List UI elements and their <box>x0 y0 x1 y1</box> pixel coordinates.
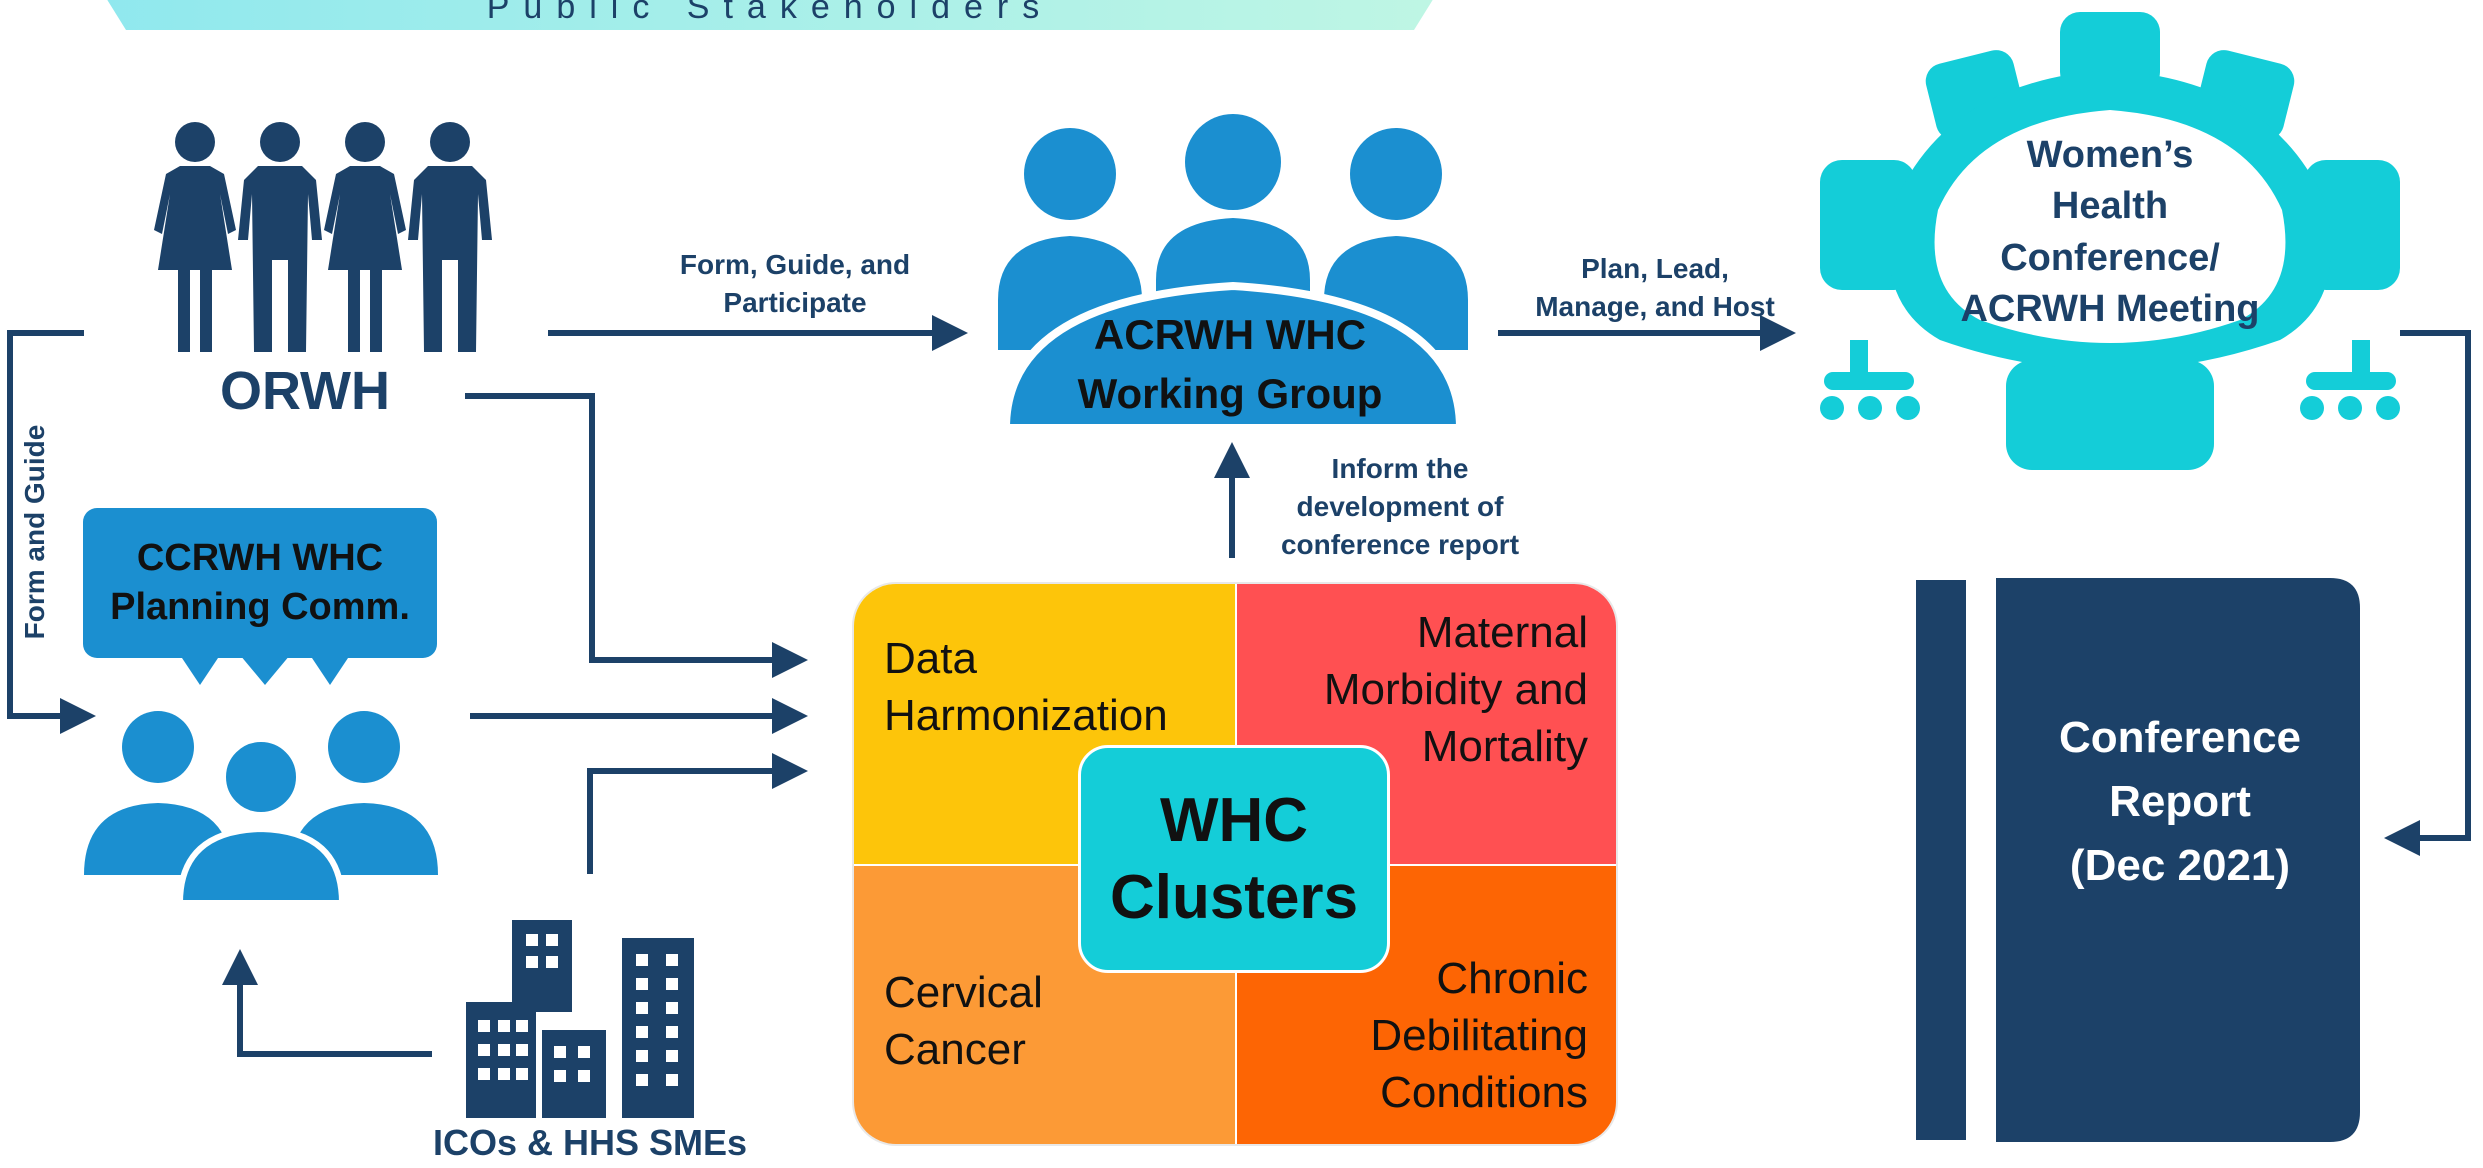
conf-line2: Health <box>2051 185 2169 228</box>
plan-lead-label: Plan, Lead, Manage, and Host <box>1510 250 1800 326</box>
whc-clusters-center: WHC Clusters <box>1078 745 1390 973</box>
form-and-guide-text: Form and Guide <box>19 424 50 640</box>
chronic-line3: Conditions <box>1380 1068 1588 1118</box>
ccrwh-speech-bubble: CCRWH WHC Planning Comm. <box>83 508 437 658</box>
maternal-line3: Mortality <box>1421 722 1588 772</box>
form-guide-participate-label: Form, Guide, and Participate <box>630 246 960 322</box>
inform-line3: conference report <box>1280 528 1520 560</box>
working-group-icon <box>998 114 1468 428</box>
meeting-table-icon <box>1820 12 2400 470</box>
cervical-line2: Cancer <box>884 1025 1026 1075</box>
icos-label: ICOs & HHS SMEs <box>432 1122 748 1163</box>
wg-line2: Working Group <box>1077 369 1383 417</box>
plh-line1: Plan, Lead, <box>1581 253 1729 284</box>
people-group-icon <box>154 122 492 352</box>
report-book-icon <box>1916 578 2360 1142</box>
maternal-line2: Morbidity and <box>1323 665 1588 715</box>
report-line2: Report <box>2109 776 2251 826</box>
form-and-guide-label: Form and Guide <box>0 412 70 652</box>
data-line2: Harmonization <box>884 691 1168 741</box>
arrow-icos-to-ccrwh <box>222 949 432 1057</box>
fgp-line1: Form, Guide, and <box>679 249 911 280</box>
working-group-label: ACRWH WHC Working Group <box>1000 306 1460 424</box>
report-line3: (Dec 2021) <box>2069 840 2291 890</box>
plh-line2: Manage, and Host <box>1535 290 1775 322</box>
arrow-icos-to-clusters <box>587 753 808 874</box>
stakeholders-label: Public Stakeholders <box>486 0 1054 26</box>
maternal-line1: Maternal <box>1416 608 1588 657</box>
buildings-icon <box>466 920 694 1118</box>
arrow-orwh-to-clusters <box>465 393 808 678</box>
report-label: Conference Report (Dec 2021) <box>2000 706 2360 897</box>
arrow-conference-to-report <box>2384 330 2471 856</box>
conference-label: Women’s Health Conference/ ACRWH Meeting <box>1900 130 2320 335</box>
chronic-line1: Chronic <box>1436 954 1588 1003</box>
center-line2: Clusters <box>1109 863 1359 932</box>
fgp-line2: Participate <box>723 286 867 318</box>
conf-line4: ACRWH Meeting <box>1960 287 2260 330</box>
ccrwh-line1: CCRWH WHC <box>136 536 384 579</box>
stakeholders-banner <box>70 0 1470 30</box>
inform-label: Inform the development of conference rep… <box>1260 450 1540 563</box>
wg-line1: ACRWH WHC <box>1093 311 1367 358</box>
arrow-orwh-to-ccrwh <box>7 330 96 734</box>
inform-line2: development of <box>1296 490 1504 522</box>
chronic-line2: Debilitating <box>1370 1011 1588 1061</box>
data-line1: Data <box>884 634 977 683</box>
cervical-line1: Cervical <box>884 968 1043 1017</box>
audience-icon <box>84 711 438 905</box>
conf-line1: Women’s <box>2026 134 2194 176</box>
orwh-label: ORWH <box>220 361 390 421</box>
conf-line3: Conference/ <box>2000 236 2220 279</box>
report-line1: Conference <box>2058 713 2302 762</box>
inform-line1: Inform the <box>1331 453 1469 484</box>
center-line1: WHC <box>1159 785 1309 855</box>
speech-bubble-icon <box>180 655 350 685</box>
ccrwh-line2: Planning Comm. <box>110 586 410 628</box>
whc-clusters-grid: Data Harmonization Maternal Morbidity an… <box>852 582 1618 1146</box>
